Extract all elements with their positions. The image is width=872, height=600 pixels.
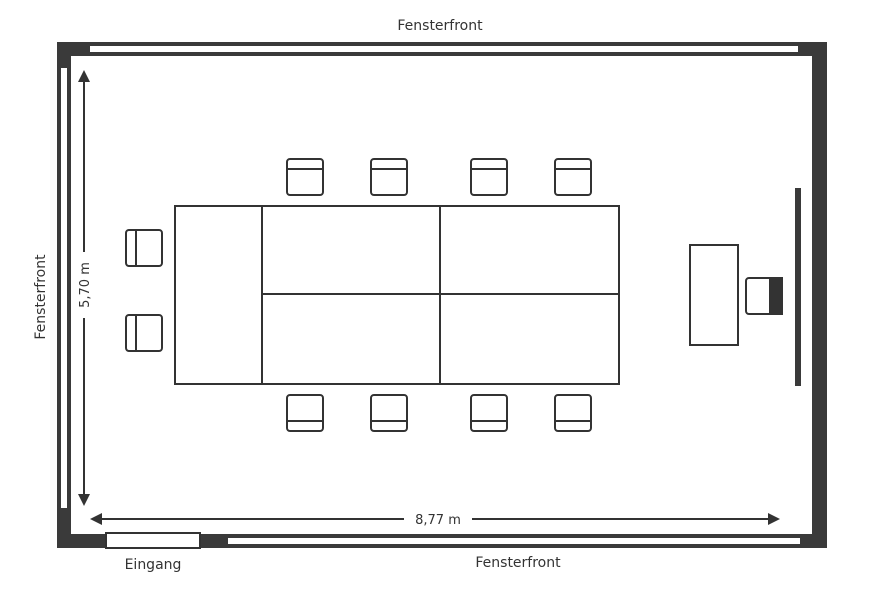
table-segment-top-middle <box>261 205 441 295</box>
presenter-desk <box>689 244 739 346</box>
table-segment-bottom-middle <box>261 293 441 385</box>
chair-top-2 <box>370 158 408 196</box>
window-front-top-label: Fensterfront <box>397 18 483 34</box>
entrance-door <box>105 532 201 549</box>
chair-top-1 <box>286 158 324 196</box>
chair-top-4 <box>554 158 592 196</box>
table-segment-left <box>174 205 263 385</box>
wall-right <box>812 42 827 548</box>
chair-left-1 <box>125 229 163 267</box>
chair-top-3 <box>470 158 508 196</box>
chairs-bottom-row <box>286 394 592 432</box>
chair-bottom-2 <box>370 394 408 432</box>
dimension-height <box>78 70 90 506</box>
window-front-bottom-label: Fensterfront <box>475 555 561 571</box>
window-left-strip <box>61 68 67 508</box>
height-dimension-label: 5,70 m <box>78 262 93 308</box>
window-front-left-label: Fensterfront <box>33 254 49 340</box>
chair-bottom-4 <box>554 394 592 432</box>
window-bottom-strip <box>228 538 800 544</box>
entrance-label: Eingang <box>125 557 182 573</box>
chairs-top-row <box>286 158 592 196</box>
width-dimension-label: 8,77 m <box>415 513 461 528</box>
dimension-width <box>90 513 780 525</box>
table-segment-top-right <box>439 205 620 295</box>
chair-left-2 <box>125 314 163 352</box>
chairs-left-end <box>125 229 163 352</box>
windows <box>61 46 800 544</box>
chair-bottom-1 <box>286 394 324 432</box>
conference-table <box>174 205 620 385</box>
table-segment-bottom-right <box>439 293 620 385</box>
window-top-strip <box>90 46 798 52</box>
presenter-chair <box>745 277 783 315</box>
presentation-screen <box>795 188 801 386</box>
walls <box>57 42 827 548</box>
chair-bottom-3 <box>470 394 508 432</box>
